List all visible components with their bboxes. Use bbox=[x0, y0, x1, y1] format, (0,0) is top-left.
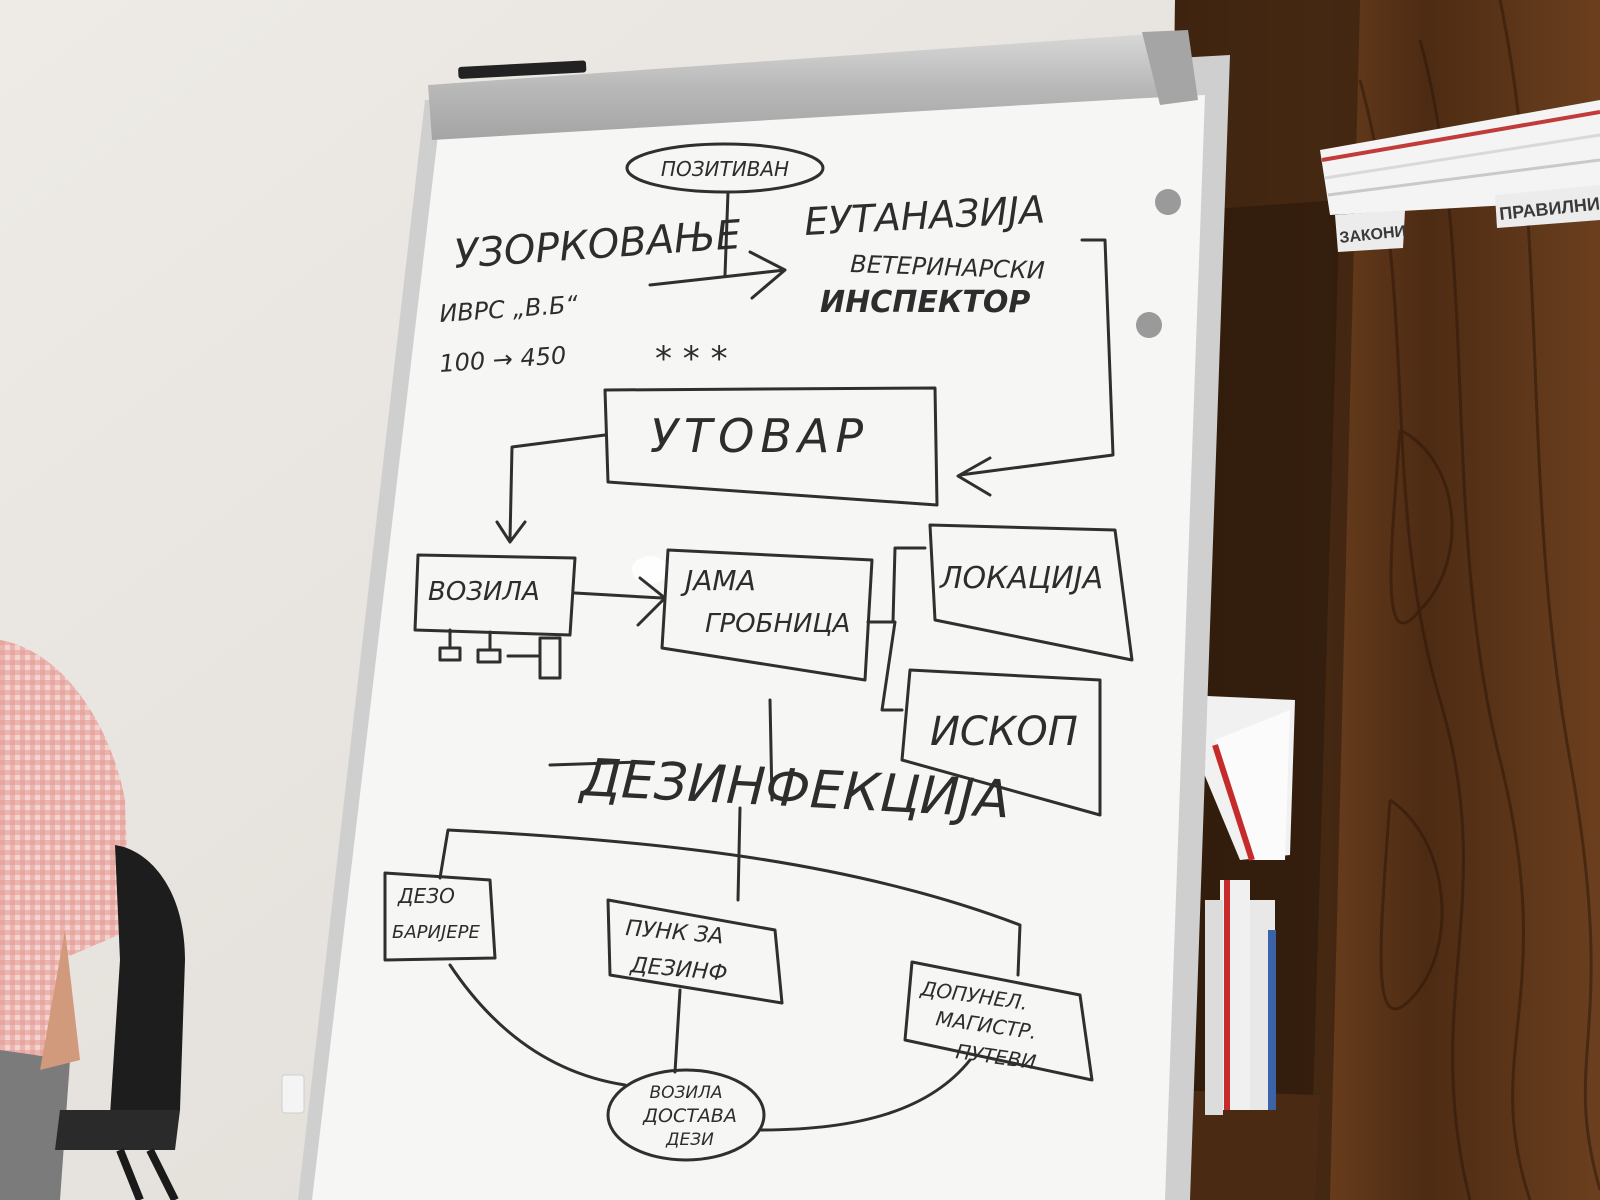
box-dopunski bbox=[903, 960, 1094, 1082]
label-dezo-2: БАРИЈЕРЕ bbox=[392, 922, 481, 943]
line-dezinfekcija-vertical bbox=[768, 698, 774, 802]
line-positivan-down bbox=[723, 190, 730, 277]
line-dezinfekcija bbox=[548, 760, 642, 767]
label-positivan: ПОЗИТИВАН bbox=[661, 157, 789, 181]
label-vozila-dostava-3: ДЕЗИ bbox=[665, 1130, 714, 1150]
svg-text:ЗАКОНИ: ЗАКОНИ bbox=[1339, 223, 1407, 247]
box-utovar bbox=[603, 386, 939, 507]
arrow-eutanazija-utovar bbox=[956, 238, 1115, 497]
label-vozila-dostava-2: ДОСТАВА bbox=[642, 1105, 737, 1127]
label-utovar: УТОВАР bbox=[650, 409, 869, 463]
branch-line-punkt bbox=[736, 806, 742, 902]
whiteboard bbox=[298, 30, 1230, 1200]
label-jama: ЈАМА bbox=[680, 564, 756, 597]
label-vozila: ВОЗИЛА bbox=[428, 577, 540, 607]
ellipse-vozila-dostava bbox=[606, 1068, 766, 1162]
link-dezo-ellipse bbox=[448, 963, 627, 1087]
box-iskop bbox=[900, 668, 1102, 817]
box-lokacija bbox=[928, 523, 1134, 662]
paper-stack bbox=[1320, 100, 1600, 215]
link-dopunski-ellipse bbox=[758, 1058, 972, 1132]
arrow-utovar-vozila bbox=[495, 433, 607, 544]
person bbox=[0, 640, 130, 1200]
label-trobnica: ГРОБНИЦА bbox=[705, 609, 850, 639]
label-inspektor: ИНСПЕКТОР bbox=[820, 285, 1030, 320]
label-iskop: ИСКОП bbox=[930, 709, 1078, 755]
label-dezo-1: ДЕЗО bbox=[397, 884, 455, 908]
box-vozila bbox=[413, 553, 577, 637]
binder-label-pravilnici: ПРАВИЛНИ bbox=[1495, 185, 1600, 228]
folders bbox=[1185, 695, 1295, 1115]
link-punkt-ellipse bbox=[673, 988, 682, 1074]
bracket-lokacija-iskop bbox=[866, 546, 927, 712]
arrow-to-eutanazija bbox=[648, 250, 787, 300]
chair bbox=[55, 845, 185, 1200]
binder-label-zakoni: ЗАКОНИ bbox=[1335, 210, 1407, 252]
label-veterinarski: ВЕТЕРИНАРСКИ bbox=[850, 250, 1045, 285]
bookshelf: ЗАКОНИ ПРАВИЛНИ bbox=[1160, 0, 1600, 1200]
box-dezo bbox=[383, 871, 497, 962]
box-jama bbox=[660, 548, 874, 682]
ellipse-positivan bbox=[625, 142, 825, 194]
branch-line-top bbox=[438, 828, 1022, 977]
box-punkt bbox=[606, 898, 784, 1005]
wall-socket bbox=[281, 1074, 305, 1114]
label-stars: * * * bbox=[655, 339, 728, 379]
label-lokacija: ЛОКАЦИЈА bbox=[939, 561, 1103, 596]
label-vozila-dostava-1: ВОЗИЛА bbox=[649, 1083, 722, 1103]
